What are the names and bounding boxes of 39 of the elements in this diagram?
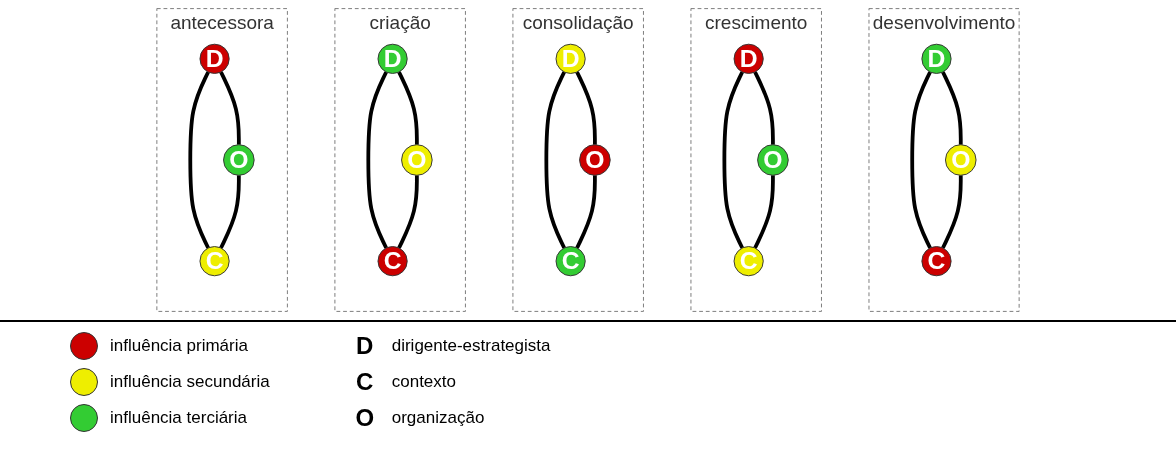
legend-text: organização bbox=[391, 408, 485, 428]
node-circle: O bbox=[579, 144, 611, 176]
connector bbox=[188, 71, 210, 249]
node-circle: D bbox=[377, 43, 408, 74]
connector bbox=[575, 175, 597, 249]
node-circle: D bbox=[555, 43, 586, 74]
connector bbox=[544, 71, 566, 249]
connector bbox=[753, 71, 775, 145]
legend-symbol: D bbox=[355, 332, 375, 360]
node-circle: C bbox=[555, 246, 586, 277]
node-circle: D bbox=[733, 43, 764, 74]
connector bbox=[397, 175, 419, 249]
legend-text: contexto bbox=[391, 372, 456, 392]
connector bbox=[722, 71, 744, 249]
node-circle: O bbox=[401, 144, 433, 176]
connector bbox=[575, 71, 597, 145]
node-circle: C bbox=[199, 246, 230, 277]
legend-text: dirigente-estrategista bbox=[391, 336, 551, 356]
node-circle: O bbox=[945, 144, 977, 176]
connector bbox=[397, 71, 419, 145]
node-circle: C bbox=[377, 246, 408, 277]
legend-symbol: O bbox=[354, 404, 376, 432]
node-circle: D bbox=[921, 43, 952, 74]
connector bbox=[753, 175, 775, 249]
connector bbox=[219, 175, 241, 249]
legend-text: influência secundária bbox=[110, 372, 270, 392]
connector bbox=[941, 175, 963, 249]
node-circle: D bbox=[199, 43, 230, 74]
legend-text: influência terciária bbox=[110, 408, 247, 428]
connector bbox=[910, 71, 932, 249]
connector bbox=[941, 71, 963, 145]
legend-text: influência primária bbox=[110, 336, 248, 356]
node-circle: C bbox=[733, 246, 764, 277]
connector bbox=[366, 71, 388, 249]
legend-symbol: C bbox=[355, 368, 375, 396]
connector bbox=[219, 71, 241, 145]
node-circle: O bbox=[223, 144, 255, 176]
node-circle: O bbox=[757, 144, 789, 176]
node-circle: C bbox=[921, 246, 952, 277]
